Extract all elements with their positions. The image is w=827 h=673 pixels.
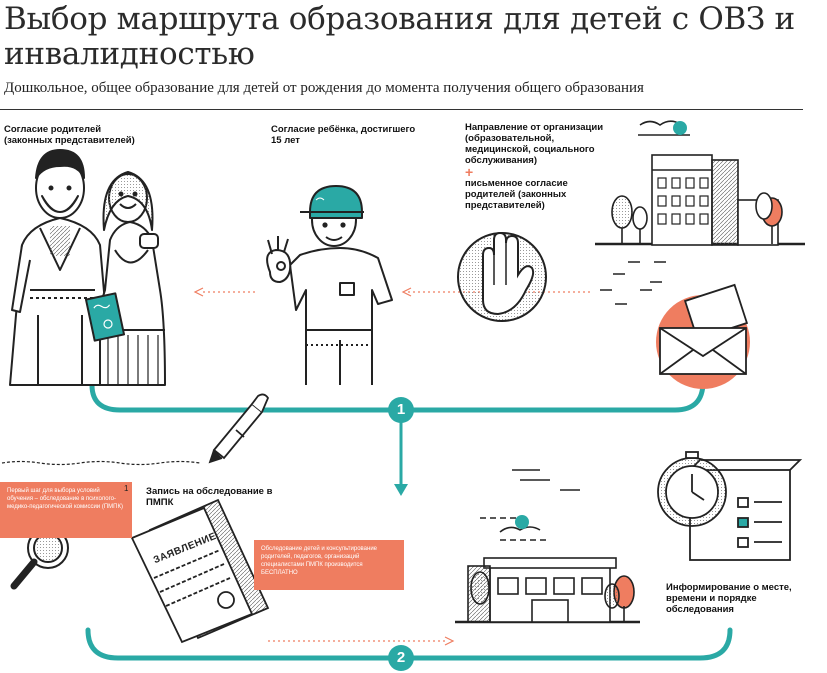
child-consent-label: Согласие ребёнка, достигшего 15 лет — [271, 124, 416, 146]
page-title: Выбор маршрута образования для детей с О… — [4, 1, 795, 72]
parents-illustration — [9, 149, 166, 386]
application-document-illustration — [130, 498, 270, 644]
org-direction-text: Направление от организации (образователь… — [465, 122, 604, 166]
page-subtitle: Дошкольное, общее образование для детей … — [4, 80, 644, 96]
parents-consent-label: Согласие родителей (законных представите… — [4, 124, 135, 146]
free-examination-note-text: Обследование детей и консультирование ро… — [261, 546, 378, 576]
registration-label: Запись на обследование в ПМПК — [146, 486, 273, 508]
org-direction-label: Направление от организации (образователь… — [465, 122, 615, 211]
step-2-number: 2 — [396, 649, 406, 666]
envelope-illustration — [656, 283, 750, 389]
road-dashes — [600, 261, 666, 305]
first-step-note: Первый шаг для выбора условий обучения –… — [0, 482, 132, 538]
stop-hand-illustration — [457, 231, 547, 322]
down-arrow-head — [394, 484, 408, 496]
decorative-dashes-right — [512, 469, 580, 491]
free-examination-note: Обследование детей и консультирование ро… — [254, 540, 404, 590]
organization-building-illustration — [595, 120, 805, 246]
pmpk-building-illustration — [455, 515, 640, 624]
informing-label: Информирование о месте, времени и порядк… — [666, 582, 792, 615]
first-step-mark: 1 — [124, 484, 129, 493]
plus-sign: + — [465, 164, 474, 180]
clock-and-form-illustration — [657, 451, 803, 561]
step-1-number: 1 — [396, 401, 406, 418]
magnifier-illustration — [10, 527, 69, 590]
teen-illustration — [266, 185, 393, 385]
written-consent-text: письменное согласие родителей (законных … — [465, 178, 568, 211]
step-1-badge — [388, 397, 414, 423]
step-2-badge — [388, 645, 414, 671]
signature-line — [1, 460, 201, 466]
pen-illustration — [208, 393, 270, 464]
first-step-note-text: Первый шаг для выбора условий обучения –… — [7, 488, 123, 510]
title-divider — [0, 109, 803, 110]
